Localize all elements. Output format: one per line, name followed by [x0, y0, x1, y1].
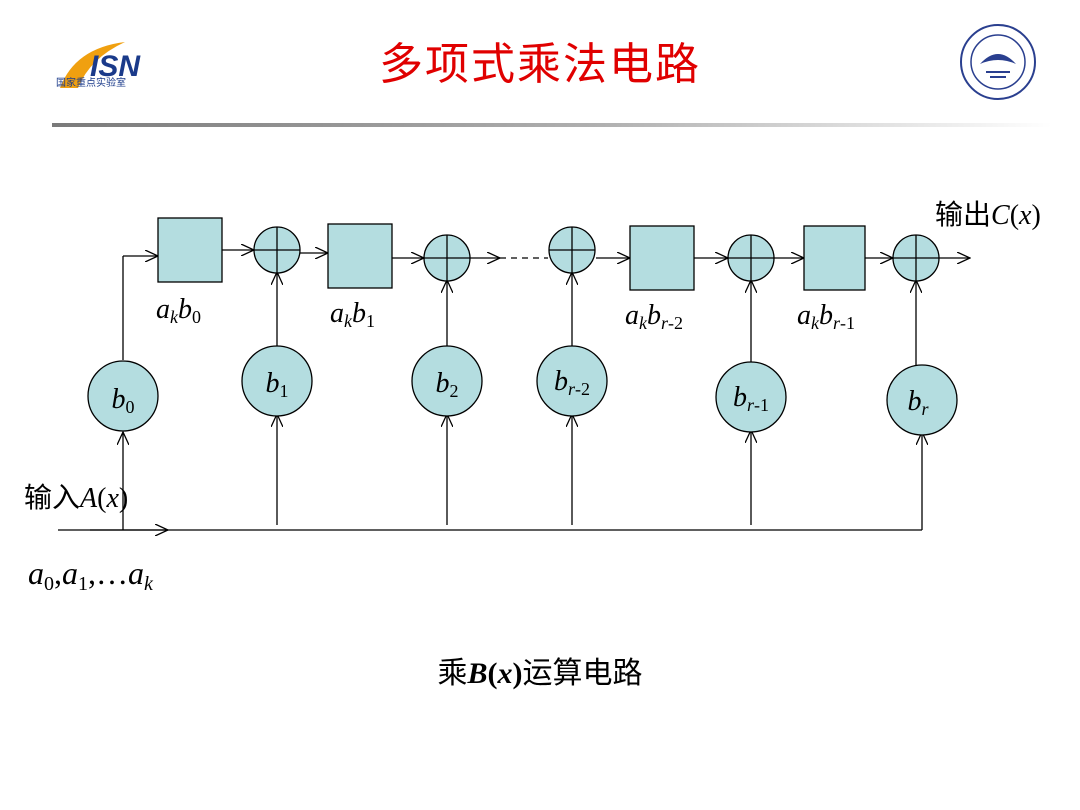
input-label: 输入A(x)	[24, 482, 128, 514]
reg-label-akbr-2: akbr-2	[625, 300, 683, 333]
coef-circle-br	[886, 364, 958, 436]
page-title: 多项式乘法电路	[379, 39, 701, 90]
reg-label-akb1: akb1	[330, 298, 375, 331]
header-divider	[52, 123, 1052, 127]
reg-label-akb0: akb0	[156, 294, 201, 327]
register-0	[157, 217, 223, 283]
diagram-caption: 乘B(x)运算电路	[437, 657, 643, 690]
adder-2	[548, 226, 596, 274]
logo-letters: ISN	[90, 50, 141, 83]
coef-circle-b0	[87, 360, 159, 432]
adder-1	[423, 234, 471, 282]
university-seal	[958, 22, 1038, 102]
multiplier-circuit-diagram: b0 b1 b2 br-2 br-1 br akb0 akb1 akbr-2 a…	[24, 199, 1041, 595]
register-2	[629, 225, 695, 291]
logo-caption: 国家重点实验室	[56, 78, 126, 89]
reg-label-akbr-1: akbr-1	[797, 300, 855, 333]
input-sequence: a0,a1,…ak	[28, 555, 154, 595]
isn-logo: ISN	[50, 28, 170, 108]
register-1	[327, 223, 393, 289]
coef-circle-br-1	[715, 361, 787, 433]
adder-3	[727, 234, 775, 282]
coef-circle-b1	[241, 345, 313, 417]
coef-circle-b2	[411, 345, 483, 417]
output-label: 输出C(x)	[935, 199, 1041, 231]
register-3	[803, 225, 866, 291]
adder-0	[253, 226, 301, 274]
adder-4	[892, 234, 940, 282]
coef-circle-br-2	[536, 345, 608, 417]
